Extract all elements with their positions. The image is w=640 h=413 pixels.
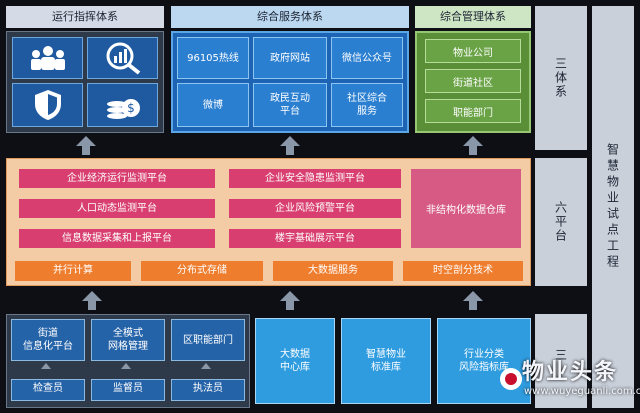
platform-building-display: 楼宇基础展示平台 (229, 229, 401, 248)
db-big-data-center[interactable]: 大数据 中心库 (255, 318, 335, 404)
service-tile-weibo[interactable]: 微博 (177, 83, 249, 127)
label-pilot-project: 智慧物业试点工程 (592, 6, 634, 408)
tech-parallel-computing: 并行计算 (15, 261, 131, 281)
people-group-icon (12, 37, 83, 79)
up-arrow (76, 136, 96, 155)
label-six-platforms: 六平台 (535, 158, 587, 286)
mgmt-tile-departments[interactable]: 职能部门 (425, 99, 521, 123)
db-industry-risk-index[interactable]: 行业分类 风险指标库 (437, 318, 531, 404)
six-platform-band: 企业经济运行监测平台 人口动态监测平台 信息数据采集和上报平台 企业安全隐患监测… (6, 158, 531, 286)
platform-safety-hazard: 企业安全隐患监测平台 (229, 169, 401, 188)
up-arrow (463, 136, 483, 155)
service-tile-hotline[interactable]: 96105热线 (177, 37, 249, 79)
full-mode-grid[interactable]: 全模式 网格管理 (91, 319, 165, 361)
watermark: 物业头条 www.wuyeguanli.com.cn (498, 350, 640, 408)
chart-magnifier-icon (87, 37, 158, 79)
header-operation-command: 运行指挥体系 (6, 6, 164, 28)
service-tile-wechat[interactable]: 微信公众号 (331, 37, 403, 79)
label-three-systems: 三体系 (535, 6, 587, 150)
up-arrow (82, 291, 102, 310)
platform-risk-warning: 企业风险预警平台 (229, 199, 401, 218)
service-tile-community[interactable]: 社区综合 服务 (331, 83, 403, 127)
small-up-arrow (121, 363, 131, 369)
operation-command-panel: $ (6, 31, 164, 133)
service-tile-gov-website[interactable]: 政府网站 (253, 37, 327, 79)
grid-management-panel: 街道 信息化平台 全模式 网格管理 区职能部门 检查员 监督员 执法员 (6, 314, 250, 408)
district-departments[interactable]: 区职能部门 (171, 319, 245, 361)
db-smart-property-standard[interactable]: 智慧物业 标准库 (341, 318, 431, 404)
platform-data-collection: 信息数据采集和上报平台 (19, 229, 215, 248)
platform-population: 人口动态监测平台 (19, 199, 215, 218)
integrated-service-panel: 96105热线 政府网站 微信公众号 微博 政民互动 平台 社区综合 服务 (171, 31, 409, 133)
mgmt-tile-street-community[interactable]: 街道社区 (425, 69, 521, 93)
mgmt-tile-property-company[interactable]: 物业公司 (425, 39, 521, 63)
up-arrow (280, 291, 300, 310)
up-arrow (280, 136, 300, 155)
watermark-url: www.wuyeguanli.com.cn (524, 386, 640, 397)
label-bottom-tier: 三 (535, 314, 587, 408)
svg-text:$: $ (127, 101, 135, 115)
small-up-arrow (201, 363, 211, 369)
person-supervisor: 监督员 (91, 379, 165, 401)
unstructured-data-warehouse: 非结构化数据仓库 (411, 169, 521, 248)
integrated-management-panel: 物业公司 街道社区 职能部门 (415, 31, 531, 133)
header-integrated-service: 综合服务体系 (171, 6, 409, 28)
street-info-platform[interactable]: 街道 信息化平台 (11, 319, 85, 361)
person-inspector: 检查员 (11, 379, 85, 401)
person-enforcer: 执法员 (171, 379, 245, 401)
coin-dollar-icon: $ (87, 83, 158, 127)
tech-distributed-storage: 分布式存储 (141, 261, 263, 281)
header-integrated-management: 综合管理体系 (415, 6, 531, 28)
small-up-arrow (41, 363, 51, 369)
platform-enterprise-economy: 企业经济运行监测平台 (19, 169, 215, 188)
up-arrow (463, 291, 483, 310)
watermark-text: 物业头条 (522, 360, 619, 385)
watermark-logo-icon (500, 368, 522, 390)
tech-spatiotemporal: 时空剖分技术 (403, 261, 523, 281)
shield-icon (12, 83, 83, 127)
service-tile-interaction[interactable]: 政民互动 平台 (253, 83, 327, 127)
tech-big-data-service: 大数据服务 (273, 261, 393, 281)
